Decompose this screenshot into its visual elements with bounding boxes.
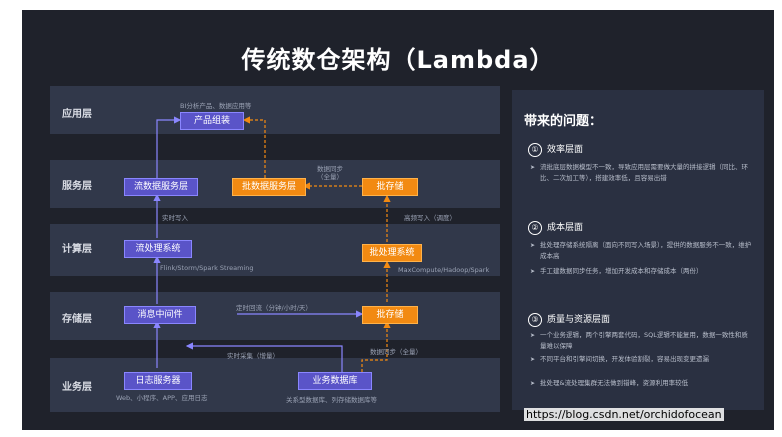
layer-label: 业务层 — [62, 382, 92, 393]
scheduled-dump-note: 定时回流（分钟/小时/天） — [236, 304, 312, 312]
bullet-item: 流批底层数据模型不一致，导致应用层需要做大量的拼接逻辑（同比、环比、二次加工等）… — [530, 162, 752, 184]
bullet-item: 批处理&流处理集群无法做到错峰，资源利用率较低 — [530, 378, 752, 389]
layer-label: 应用层 — [62, 109, 92, 120]
message-middleware-box: 消息中间件 — [124, 306, 196, 324]
section-quality-title: ③ 质量与资源层面 — [528, 312, 610, 327]
data-sync-full-note: 数据同步（全量） — [370, 348, 422, 356]
data-sync-note: 数据同步 （全量） — [317, 165, 343, 181]
section-number: ① — [528, 143, 542, 157]
bullet-item: 一个业务逻辑，两个引擎两套代码，SQL逻辑不能复用，数据一致性和质量难以保障 — [530, 330, 752, 352]
batch-storage-mid-box: 批存储 — [362, 306, 418, 324]
batch-service-box: 批数据服务层 — [232, 178, 306, 196]
log-server-box: 日志服务器 — [124, 372, 192, 390]
stream-system-box: 流处理系统 — [124, 240, 192, 258]
section-cost-title: ② 成本层面 — [528, 220, 583, 235]
stream-service-box: 流数据服务层 — [124, 178, 198, 196]
log-sources-note: Web、小程序、APP、应用日志 — [116, 394, 208, 402]
problems-panel: 带来的问题： ① 效率层面 流批底层数据模型不一致，导致应用层需要做大量的拼接逻辑… — [512, 90, 764, 410]
slide: 传统数仓架构（Lambda） 应用层 服务层 计算层 存储层 业务层 — [22, 10, 774, 430]
layer-label: 计算层 — [62, 244, 92, 255]
db-types-note: 关系型数据库、列存储数据库等 — [286, 396, 377, 404]
stream-tech-note: Flink/Storm/Spark Streaming — [160, 264, 254, 272]
section-title: 效率层面 — [547, 145, 584, 155]
app-desc-note: BI分析产品、数据应用等 — [180, 102, 252, 110]
business-db-box: 业务数据库 — [298, 372, 372, 390]
layer-label: 存储层 — [62, 314, 92, 325]
batch-system-box: 批处理系统 — [362, 244, 422, 262]
bullet-item: 批处理存储系统隔离（面向不同写入场景），提供的数据服务不一致，维护成本高 — [530, 240, 752, 262]
bullet-item: 不同平台和引擎间切换，开发体验割裂，容易出现变更遗漏 — [530, 354, 752, 365]
watermark-url: https://blog.csdn.net/orchidofocean — [524, 408, 724, 421]
realtime-write-note: 实时写入 — [162, 214, 188, 222]
bullet-item: 手工建数据同步任务，增加开发成本和存储成本（两份） — [530, 266, 752, 277]
layer-app: 应用层 — [50, 86, 500, 134]
batch-storage-top-box: 批存储 — [362, 178, 418, 196]
section-number: ② — [528, 221, 542, 235]
product-assembly-box: 产品组装 — [180, 112, 244, 130]
layer-label: 服务层 — [62, 181, 92, 192]
batch-tech-note: MaxCompute/Hadoop/Spark — [398, 266, 490, 274]
hf-write-note: 高频写入（调度） — [404, 214, 456, 222]
connector-lines — [153, 116, 391, 372]
panel-title: 带来的问题： — [524, 114, 603, 129]
section-efficiency-title: ① 效率层面 — [528, 142, 583, 157]
slide-title: 传统数仓架构（Lambda） — [241, 46, 555, 74]
realtime-collect-note: 实时采集（增量） — [227, 352, 279, 360]
section-title: 成本层面 — [547, 223, 584, 233]
section-title: 质量与资源层面 — [547, 315, 611, 325]
section-number: ③ — [528, 313, 542, 327]
